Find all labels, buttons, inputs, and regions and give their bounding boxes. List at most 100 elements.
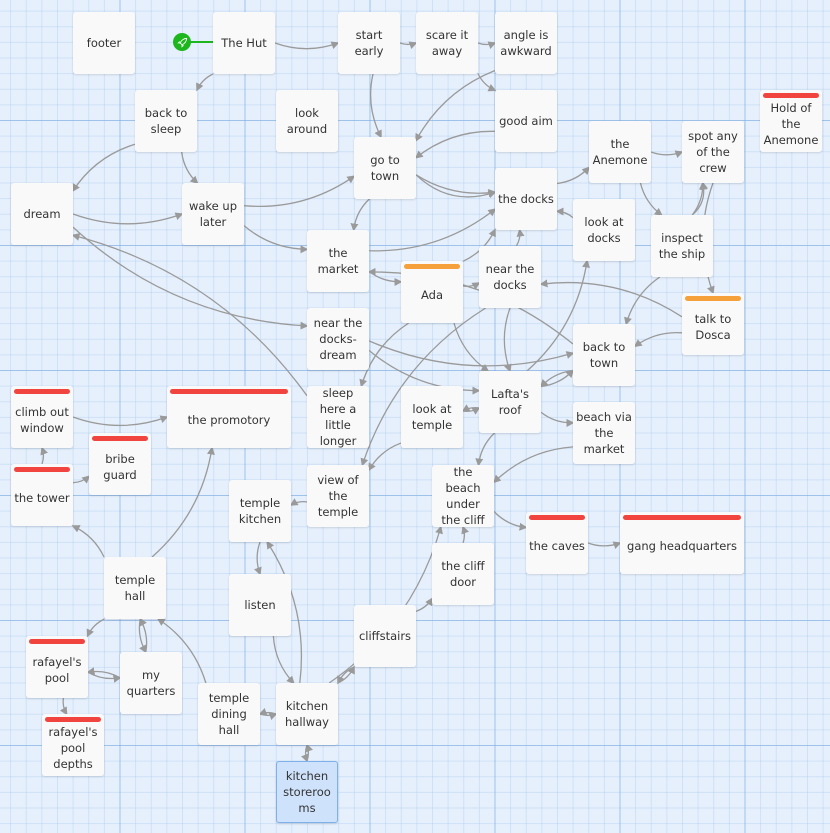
passage-near-the-docks[interactable]: near the docks xyxy=(479,246,541,308)
link-arrow-angle-is-awkward-to-go-to-town xyxy=(415,69,496,142)
link-arrow-near-the-docks-dream-to-back-to-town xyxy=(368,340,575,367)
link-arrow-the-anemone-to-spot-any-of-the-crew xyxy=(650,150,684,158)
passage-gang-headquarters[interactable]: gang headquarters xyxy=(620,512,744,574)
passage-climb-out-window[interactable]: climb out window xyxy=(11,386,73,448)
link-arrow-inspect-the-ship-to-back-to-town xyxy=(624,276,661,326)
passage-start-early[interactable]: start early xyxy=(338,12,400,74)
passage-title: the cliff door xyxy=(441,559,485,589)
passage-the-cliff-door[interactable]: the cliff door xyxy=(432,543,494,605)
link-arrow-climb-out-window-to-the-promotory xyxy=(72,415,169,427)
start-connector xyxy=(190,41,213,43)
passage-the-market[interactable]: the market xyxy=(307,230,369,292)
link-arrow-temple-hall-to-rafayels-pool xyxy=(86,618,105,638)
passage-good-aim[interactable]: good aim xyxy=(495,90,557,152)
link-arrow-beach-via-the-market-to-the-beach-under-the-cliff xyxy=(492,446,574,484)
link-arrow-talk-to-dosca-to-near-the-docks xyxy=(539,279,683,318)
passage-listen[interactable]: listen xyxy=(229,574,291,636)
passage-title: kitchen storerooms xyxy=(283,769,331,815)
passage-kitchen-hallway[interactable]: kitchen hallway xyxy=(276,683,338,745)
link-arrow-ada-to-laftas-roof xyxy=(453,322,490,372)
tag-bar-red xyxy=(763,93,819,98)
tag-bar-red xyxy=(623,515,741,520)
passage-the-tower[interactable]: the tower xyxy=(11,464,73,526)
passage-cliffstairs[interactable]: cliffstairs xyxy=(354,605,416,667)
passage-sleep-here-a-little-longer[interactable]: sleep here a little longer xyxy=(307,386,369,448)
passage-back-to-town[interactable]: back to town xyxy=(573,324,635,386)
link-arrow-back-to-sleep-to-wake-up-later xyxy=(181,151,199,185)
passage-angle-is-awkward[interactable]: angle is awkward xyxy=(495,12,557,74)
link-arrow-back-to-town-to-laftas-roof xyxy=(539,369,574,388)
link-arrow-the-anemone-to-inspect-the-ship xyxy=(639,182,663,216)
link-arrow-the-docks-to-the-anemone xyxy=(556,166,591,185)
link-arrow-ada-to-near-the-docks xyxy=(462,282,481,290)
link-arrow-temple-hall-to-the-promotory xyxy=(151,446,215,558)
link-arrow-near-the-docks-to-the-docks xyxy=(515,228,525,247)
passage-temple-hall[interactable]: temple hall xyxy=(104,557,166,619)
passage-the-docks[interactable]: the docks xyxy=(495,168,557,230)
passage-title: the Anemone xyxy=(592,137,648,167)
passage-my-quarters[interactable]: my quarters xyxy=(120,652,182,714)
passage-talk-to-dosca[interactable]: talk to Dosca xyxy=(682,293,744,355)
passage-look-around[interactable]: look around xyxy=(276,90,338,152)
passage-the-promotory[interactable]: the promotory xyxy=(167,386,291,448)
passage-near-the-docks-dream[interactable]: near the docks-dream xyxy=(307,308,369,370)
passage-beach-via-the-market[interactable]: beach via the market xyxy=(573,402,635,464)
link-arrow-the-market-to-the-docks xyxy=(368,208,497,252)
passage-the-beach-under-the-cliff[interactable]: the beach under the cliff xyxy=(432,465,494,527)
passage-title: listen xyxy=(244,598,276,612)
passage-title: temple kitchen xyxy=(238,496,282,526)
passage-look-at-docks[interactable]: look at docks xyxy=(573,199,635,261)
passage-the-anemone[interactable]: the Anemone xyxy=(589,121,651,183)
passage-title: wake up later xyxy=(188,199,238,229)
passage-inspect-the-ship[interactable]: inspect the ship xyxy=(651,215,713,277)
link-arrow-temple-kitchen-to-listen xyxy=(254,541,262,576)
passage-the-hut[interactable]: The Hut xyxy=(213,12,275,74)
passage-look-at-temple[interactable]: look at temple xyxy=(401,386,463,448)
passage-kitchen-storerooms[interactable]: kitchen storerooms xyxy=(276,761,338,823)
passage-title: good aim xyxy=(499,114,553,128)
link-arrow-near-the-docks-dream-to-laftas-roof xyxy=(368,349,481,395)
passage-title: climb out window xyxy=(15,405,69,435)
link-arrow-my-quarters-to-temple-hall xyxy=(139,617,148,653)
passage-title: bribe guard xyxy=(103,452,137,482)
link-arrow-look-at-temple-to-laftas-roof xyxy=(462,407,481,415)
passage-back-to-sleep[interactable]: back to sleep xyxy=(135,90,197,152)
passage-hold-of-the-anemone[interactable]: Hold of the Anemone xyxy=(760,90,822,152)
link-arrow-scare-it-away-to-good-aim xyxy=(477,73,497,92)
passage-rafayels-pool-depths[interactable]: rafayel's pool depths xyxy=(42,714,104,776)
link-arrow-temple-hall-to-my-quarters xyxy=(138,618,147,654)
passage-the-caves[interactable]: the caves xyxy=(526,512,588,574)
link-arrow-the-tower-to-climb-out-window xyxy=(40,446,48,465)
passage-go-to-town[interactable]: go to town xyxy=(354,137,416,199)
passage-title: The Hut xyxy=(221,36,267,50)
passage-title: go to town xyxy=(370,153,400,183)
passage-scare-it-away[interactable]: scare it away xyxy=(416,12,478,74)
passage-dream[interactable]: dream xyxy=(11,183,73,245)
passage-bribe-guard[interactable]: bribe guard xyxy=(89,433,151,495)
passage-view-of-the-temple[interactable]: view of the temple xyxy=(307,465,369,527)
link-arrow-go-to-town-to-the-docks xyxy=(415,174,497,199)
passage-ada[interactable]: Ada xyxy=(401,261,463,323)
passage-title: the caves xyxy=(529,539,585,553)
link-arrow-the-hut-to-start-early xyxy=(274,41,340,50)
passage-title: scare it away xyxy=(425,28,469,58)
tag-bar-red xyxy=(170,389,288,394)
passage-wake-up-later[interactable]: wake up later xyxy=(182,183,244,245)
passage-title: the market xyxy=(317,246,359,276)
passage-laftas-roof[interactable]: Lafta's roof xyxy=(479,371,541,433)
link-arrow-laftas-roof-to-back-to-town xyxy=(540,369,575,388)
link-arrow-view-of-the-temple-to-temple-kitchen xyxy=(289,498,308,506)
passage-spot-any-of-the-crew[interactable]: spot any of the crew xyxy=(682,121,744,183)
passage-title: rafayel's pool depths xyxy=(48,725,98,771)
passage-temple-dining-hall[interactable]: temple dining hall xyxy=(198,683,260,745)
link-arrow-laftas-roof-to-beach-via-the-market xyxy=(540,411,575,427)
passage-title: the beach under the cliff xyxy=(441,465,485,527)
link-arrow-inspect-the-ship-to-spot-any-of-the-crew xyxy=(691,181,709,216)
passage-footer[interactable]: footer xyxy=(73,12,135,74)
passage-title: beach via the market xyxy=(576,410,632,456)
passage-title: near the docks-dream xyxy=(313,316,363,362)
passage-rafayels-pool[interactable]: rafayel's pool xyxy=(26,636,88,698)
passage-temple-kitchen[interactable]: temple kitchen xyxy=(229,480,291,542)
link-arrow-go-to-town-to-the-docks xyxy=(415,174,497,197)
